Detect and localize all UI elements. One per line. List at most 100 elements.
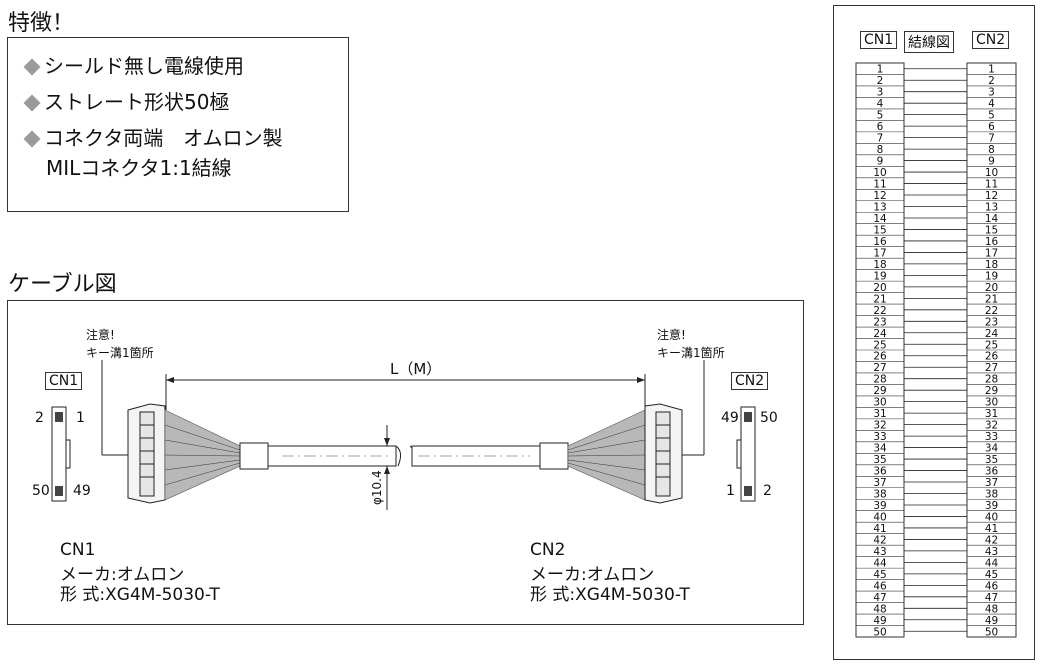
cn1-pin-label: 33 [873, 431, 886, 443]
cn1-pin-label: 28 [873, 374, 886, 386]
cn2-pin-bottom-right: 2 [763, 483, 772, 499]
cn2-pin-label: 33 [985, 431, 998, 443]
cn2-pin-label: 20 [985, 282, 998, 294]
cn2-pin-label: 21 [985, 293, 998, 305]
cn2-pin-label: 14 [985, 213, 999, 225]
cn1-pin-label: 24 [873, 328, 887, 340]
wiring-cn1-header: CN1 [860, 31, 898, 49]
cn1-pin-label: 48 [873, 603, 886, 615]
features-title: 特徴！ [8, 11, 75, 36]
cn2-pin-top-right: 50 [760, 410, 778, 426]
cn2-pin-label: 48 [985, 603, 998, 615]
cn2-pin-label: 26 [985, 351, 999, 363]
cn2-pin-bottom-left: 1 [726, 483, 735, 499]
cn2-pin-label: 15 [985, 224, 998, 236]
cn1-pin-label: 31 [873, 408, 886, 420]
cn2-pin-label: 11 [985, 179, 998, 191]
cn2-pin-top-left: 49 [721, 410, 739, 426]
cn2-pin-label: 50 [985, 626, 998, 638]
cn1-pin-label: 5 [877, 110, 884, 122]
cn2-pin-label: 49 [985, 615, 998, 627]
cn2-pin-label: 23 [985, 316, 998, 328]
cn2-pin-label: 45 [985, 569, 998, 581]
wiring-diagram-box [833, 5, 1035, 660]
cn2-pin-label: 44 [985, 557, 999, 569]
cn1-pin-label: 12 [873, 190, 886, 202]
cn1-pin-label: 25 [873, 339, 886, 351]
cable-diagram-box [7, 300, 804, 625]
cn2-pin-label: 37 [985, 477, 998, 489]
note-right-line2: キー溝1箇所 [657, 346, 725, 360]
cn1-pin-label: 27 [873, 362, 886, 374]
cn1-pin-label: 15 [873, 224, 886, 236]
cn2-pin-label: 1 [988, 64, 995, 76]
cn1-pin-label: 32 [873, 420, 886, 432]
length-label: L（M） [390, 360, 442, 378]
cn1-pin-label: 35 [873, 454, 886, 466]
cn2-pin-label: 31 [985, 408, 998, 420]
cn1-pin-label: 20 [873, 282, 886, 294]
feature-item-2: ストレート形状50極 [23, 86, 229, 115]
cn1-pin-label: 3 [877, 87, 884, 99]
cn1-pin-label: 6 [877, 121, 884, 133]
cn1-pin-top-left: 2 [35, 410, 44, 426]
cn1-pin-bottom-right: 49 [73, 483, 91, 499]
cn2-pin-label: 17 [985, 247, 998, 259]
cn1-pin-label: 14 [873, 213, 887, 225]
cn2-pin-label: 30 [985, 397, 998, 409]
cn2-pin-label: 40 [985, 511, 998, 523]
cn1-pin-label: 40 [873, 511, 886, 523]
cn1-pin-label: 50 [873, 626, 886, 638]
cn1-spec-model: 形 式:XG4M-5030-T [60, 585, 220, 605]
cn2-pin-label: 8 [988, 144, 995, 156]
note-right-line1: 注意! [657, 328, 686, 342]
cn2-pin-label: 42 [985, 534, 998, 546]
cn1-side-view [51, 406, 71, 502]
cn1-pin-label: 41 [873, 523, 886, 535]
cn2-pin-label: 35 [985, 454, 998, 466]
cn1-pin-label: 37 [873, 477, 886, 489]
cn2-pin-label: 9 [988, 156, 995, 168]
cn1-pin-label: 4 [877, 98, 884, 110]
cn1-pin-label: 22 [873, 305, 886, 317]
cn2-pin-label: 2 [988, 75, 995, 87]
cn1-pin-label: 45 [873, 569, 886, 581]
cn2-pin-label: 43 [985, 546, 998, 558]
note-left-line1: 注意! [86, 328, 115, 342]
cn1-pin-label: 46 [873, 580, 887, 592]
cn1-pin-label: 9 [877, 156, 884, 168]
cn1-pin-label: 19 [873, 270, 886, 282]
cn1-spec-maker: メーカ:オムロン [60, 565, 185, 585]
cn2-pin-label: 27 [985, 362, 998, 374]
cn2-pin-label: 46 [985, 580, 999, 592]
cn1-pin-label: 13 [873, 202, 886, 214]
cn2-spec-model: 形 式:XG4M-5030-T [530, 585, 690, 605]
wiring-center-header: 結線図 [904, 31, 954, 53]
cn2-spec-title: CN2 [530, 540, 566, 560]
cn1-pin-label: 38 [873, 489, 886, 501]
cn1-pin-label: 49 [873, 615, 886, 627]
cn1-pin-label: 47 [873, 592, 886, 604]
cn2-pin-label: 5 [988, 110, 995, 122]
cn1-tag: CN1 [45, 372, 83, 390]
cn1-pin-label: 16 [873, 236, 887, 248]
cn1-pin-label: 23 [873, 316, 886, 328]
cn2-pin-label: 39 [985, 500, 998, 512]
cn2-pin-label: 24 [985, 328, 999, 340]
cn1-pin-label: 42 [873, 534, 886, 546]
cn2-pin-label: 22 [985, 305, 998, 317]
cn2-pin-label: 13 [985, 202, 998, 214]
wiring-cn2-header: CN2 [972, 31, 1010, 49]
cn2-spec-maker: メーカ:オムロン [530, 565, 655, 585]
feature-item-1: シールド無し電線使用 [23, 50, 244, 79]
cn2-pin-label: 25 [985, 339, 998, 351]
cn2-pin-label: 10 [985, 167, 998, 179]
cn1-pin-label: 30 [873, 397, 886, 409]
cn2-pin-label: 6 [988, 121, 995, 133]
cn2-pin-label: 12 [985, 190, 998, 202]
cable-diagram-title: ケーブル図 [8, 272, 117, 297]
cn1-pin-label: 34 [873, 443, 887, 455]
cn1-pin-label: 26 [873, 351, 887, 363]
cn1-pin-label: 2 [877, 75, 884, 87]
